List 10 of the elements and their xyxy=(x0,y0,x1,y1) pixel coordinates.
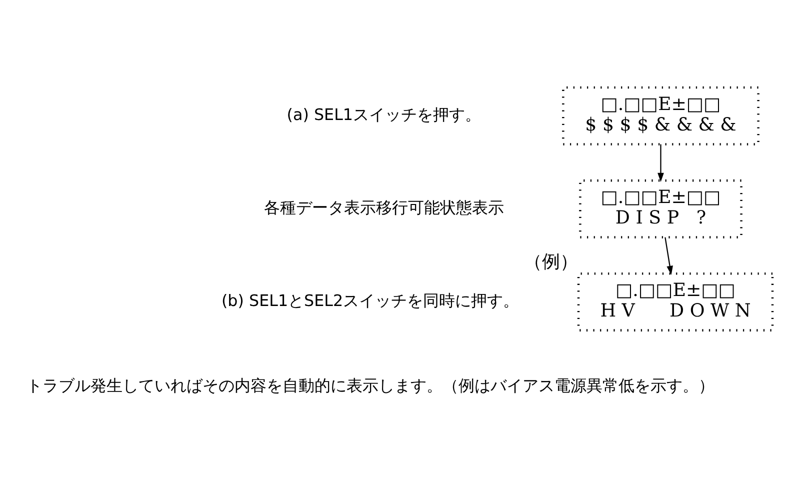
node-box: □.□□E±□□ H V D O W N xyxy=(577,272,774,332)
node-label: （例） xyxy=(524,252,578,273)
label: (b) SEL1とSEL2スイッチを同時に押す。 xyxy=(222,291,520,310)
arrow xyxy=(658,144,664,182)
label: トラブル発生していればその内容を自動的に表示します。（例はバイアス電源異常低を示す。） xyxy=(26,376,714,396)
node-box: □.□□E±□□ $ $ $ $ & & & & xyxy=(562,86,760,146)
label: (a) SEL1スイッチを押す。 xyxy=(286,105,482,124)
label: 各種データ表示移行可能状態表示 xyxy=(264,198,504,218)
arrow xyxy=(664,237,673,275)
node-box: □.□□E±□□ D I S P ? xyxy=(579,179,742,238)
